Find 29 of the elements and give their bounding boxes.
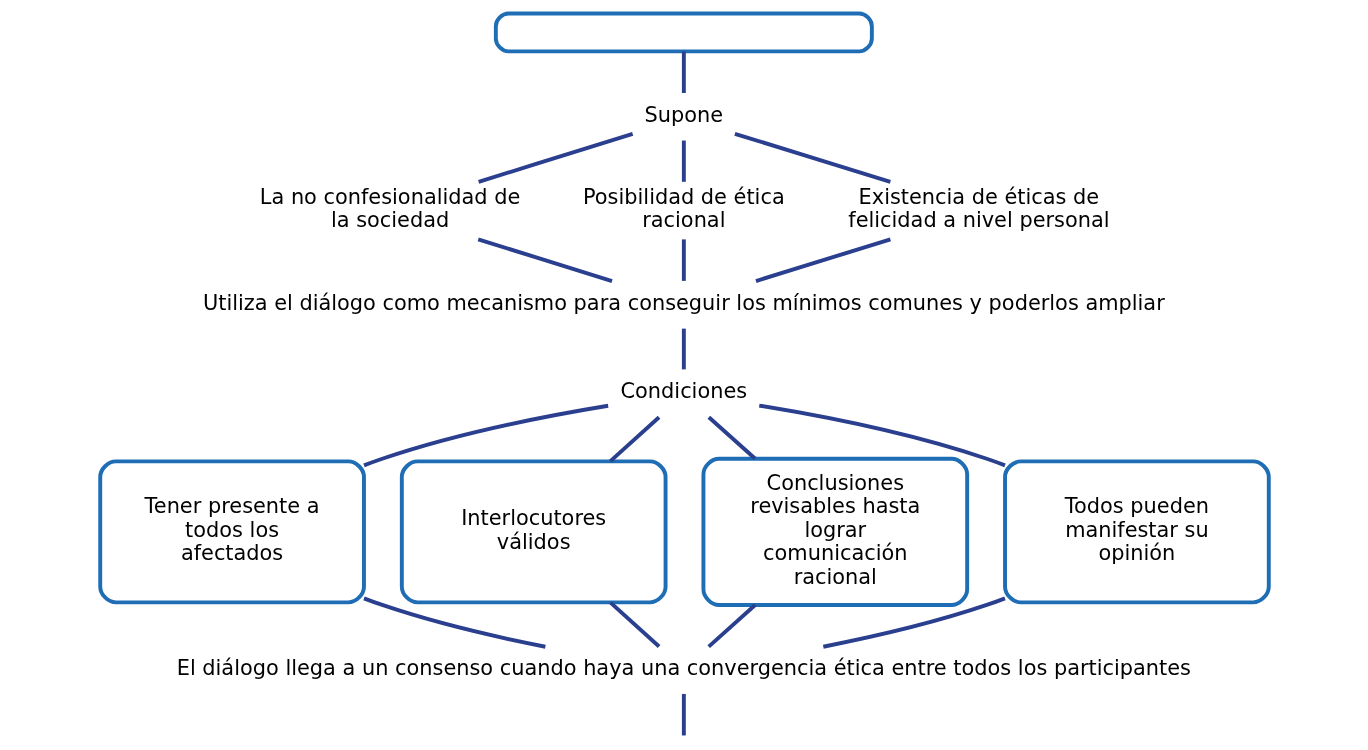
node-text: Posibilidad de ética racional [582,184,785,233]
connector [362,403,608,468]
node-text: Supone [644,102,723,127]
connector [681,693,686,736]
node-text: La no confesionalidad de la sociedad [259,184,520,233]
connector [754,237,891,283]
node-box: Todos pueden manifestar su opinión [1002,459,1271,605]
connector [733,131,891,184]
connector [608,415,660,463]
node-text: Utiliza el diálogo como mecanismo para conseguir los mínimos comunes y poderlos ampliar [202,290,1165,315]
connector [681,51,686,93]
connector [362,596,546,649]
connector [822,596,1006,649]
connector [681,140,686,182]
connector [707,415,756,460]
node-text: Existencia de éticas de felicidad a nivel personal [847,184,1110,233]
connector [706,603,756,649]
connector [608,601,660,648]
node-text: Condiciones [620,379,747,404]
node-box [493,11,874,54]
connector [681,239,686,281]
connector [477,237,613,283]
node-box: Tener presente a todos los afectados [97,459,366,605]
node-box: Interlocutores válidos [399,459,668,605]
connector [758,403,1006,468]
node-box: Conclusiones revisables hasta lograr comunicación racional [700,456,969,607]
node-text: El diálogo llega a un consenso cuando haya una convergencia ética entre todos los participantes [176,656,1191,681]
connector [681,328,686,370]
connector [477,132,633,184]
